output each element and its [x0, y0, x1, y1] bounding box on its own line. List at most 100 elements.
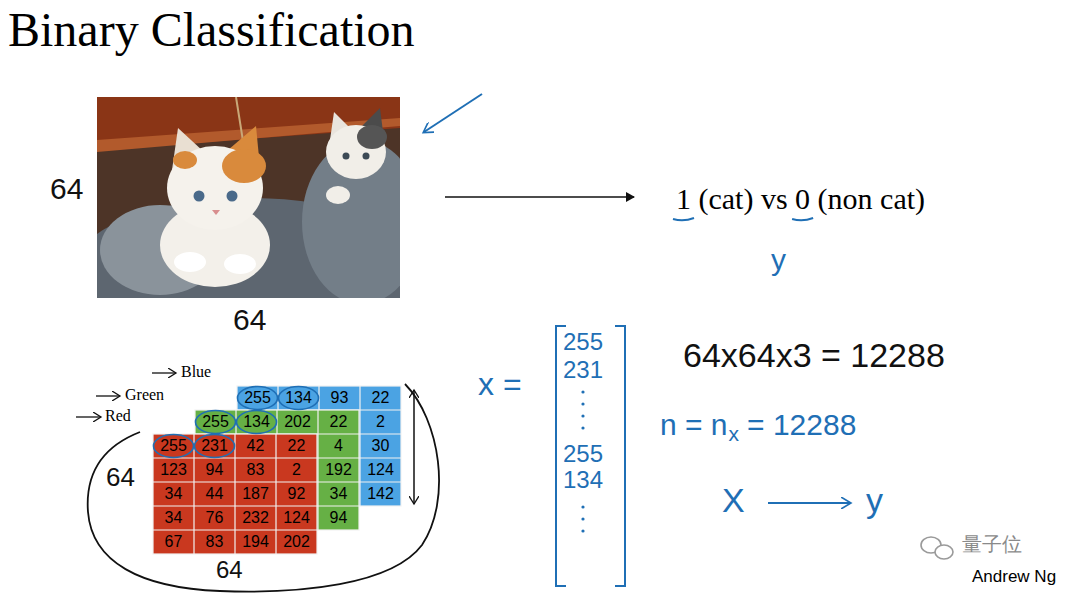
vector-label: x =: [478, 366, 522, 403]
channel-arrow: [96, 395, 120, 396]
pixel-value: 94: [318, 506, 359, 530]
highlight-circle: [237, 411, 277, 434]
dimension-formula: n = n: [660, 408, 728, 443]
pixel-value: 202: [277, 410, 318, 434]
pixel-value: 30: [360, 434, 401, 458]
output-label: y: [771, 243, 786, 278]
cat-photo: [97, 97, 400, 298]
pixel-value: 34: [318, 482, 359, 506]
vector-bracket: [615, 326, 625, 586]
ellipsis-dot: [581, 529, 584, 532]
subscript: x: [729, 422, 740, 446]
height-arrow: [413, 390, 415, 504]
highlight-circle: [154, 435, 194, 458]
grid-enclosure: [88, 384, 439, 592]
pixel-value: 83: [235, 458, 276, 482]
fur-patch: [357, 125, 387, 149]
watermark: 量子位: [962, 533, 1022, 556]
pixel-value: 255: [195, 410, 236, 434]
pixel-value: 34: [153, 506, 194, 530]
vector-entry: 255: [563, 440, 603, 468]
slide-title: Binary Classification: [8, 2, 415, 57]
pixel-value: 92: [276, 482, 317, 506]
ellipsis-dot: [581, 402, 584, 405]
highlight-circle: [279, 387, 319, 410]
grid-line: [153, 505, 317, 506]
vector-entry: 231: [563, 356, 603, 384]
pixel-value: 2: [360, 410, 401, 434]
channel-label: Blue: [181, 363, 211, 381]
pixel-value: 187: [235, 482, 276, 506]
dimension-label: 64: [50, 172, 83, 207]
dimension-label: 64: [233, 303, 266, 338]
pixel-value: 83: [194, 530, 235, 554]
channel-arrow: [152, 372, 176, 373]
dimension-formula: = 12288: [747, 408, 856, 443]
pixel-value: 231: [194, 434, 235, 458]
grid-line: [153, 529, 317, 530]
channel-grid: [153, 434, 317, 554]
pixel-value: 44: [194, 482, 235, 506]
pixel-value: 22: [276, 434, 317, 458]
fur-patch: [222, 149, 266, 183]
kitten-paw: [326, 186, 350, 204]
pixel-value: 34: [153, 482, 194, 506]
dimension-label: 64: [216, 556, 243, 584]
kitten-paw: [174, 252, 206, 272]
pixel-value: 67: [153, 530, 194, 554]
grid-line: [234, 434, 235, 554]
pixel-value: 42: [235, 434, 276, 458]
pixel-value: 202: [276, 530, 317, 554]
channel-label: Red: [105, 407, 131, 425]
pixel-value: 134: [236, 410, 277, 434]
grid-line: [153, 481, 317, 482]
watermark-icon: [935, 545, 953, 559]
channel-label: Green: [125, 386, 164, 404]
pointer-arrow: [424, 94, 482, 132]
pixel-value: 2: [276, 458, 317, 482]
mapping-arrow: [445, 196, 634, 198]
ellipsis-dot: [581, 517, 584, 520]
kitten-nose: [212, 210, 220, 215]
ellipsis-dot: [581, 426, 584, 429]
highlight-circle: [196, 411, 236, 434]
kitten-head: [326, 125, 386, 179]
class-label: 1 (cat) vs 0 (non cat): [676, 182, 925, 217]
pixel-value: 76: [194, 506, 235, 530]
output-symbol: y: [866, 481, 883, 520]
pixel-value: 123: [153, 458, 194, 482]
pixel-value: 4: [318, 434, 359, 458]
fur-patch: [173, 151, 197, 169]
kitten-eye: [227, 191, 238, 202]
pixel-value: 134: [278, 386, 319, 410]
ellipsis-dot: [581, 505, 584, 508]
ellipsis-dot: [581, 414, 584, 417]
pixel-value: 93: [319, 386, 360, 410]
grid-border: [153, 434, 317, 554]
vector-entry: 255: [563, 328, 603, 356]
pixel-value: 124: [276, 506, 317, 530]
channel-arrow: [76, 416, 101, 417]
size-formula: 64x64x3 = 12288: [683, 336, 945, 375]
pixel-value: 255: [153, 434, 194, 458]
pixel-value: 192: [318, 458, 359, 482]
kitten-eye: [343, 153, 350, 160]
vector-entry: 134: [563, 466, 603, 494]
pixel-value: 142: [360, 482, 401, 506]
pixel-value: 124: [360, 458, 401, 482]
pixel-value: 22: [318, 410, 359, 434]
mapping-arrow: [768, 502, 850, 504]
dimension-label: 64: [106, 463, 135, 493]
highlight-circle: [195, 435, 235, 458]
input-symbol: X: [722, 481, 745, 520]
kitten-paw: [224, 254, 256, 274]
underline: [792, 218, 813, 220]
grid-line: [193, 434, 194, 554]
ellipsis-dot: [581, 390, 584, 393]
underline: [673, 218, 694, 220]
highlight-circle: [238, 387, 278, 410]
pixel-value: 94: [194, 458, 235, 482]
